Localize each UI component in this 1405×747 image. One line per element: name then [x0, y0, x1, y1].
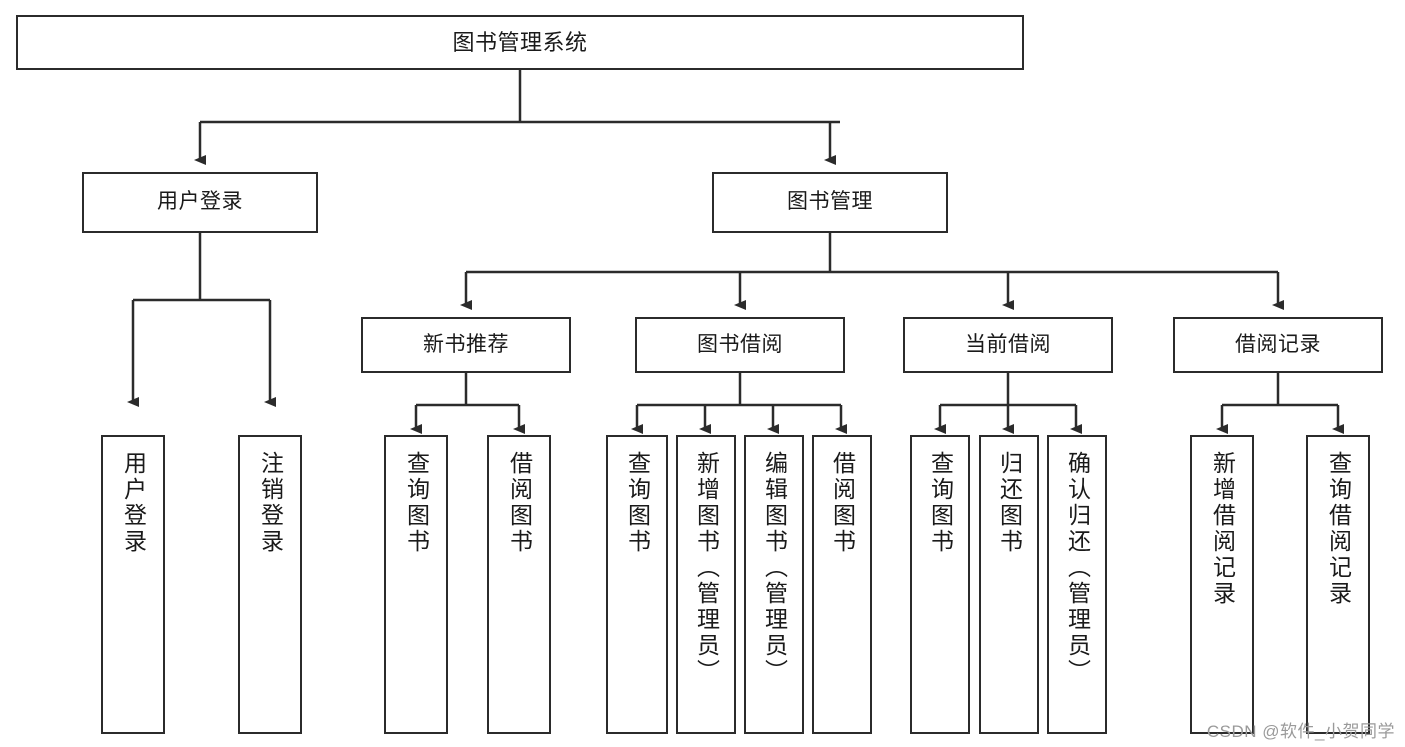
node-label: 确认归还（管理员）	[1064, 451, 1091, 685]
node-label: 归还图书	[996, 451, 1023, 555]
leaf-add-borrow-record[interactable]: 新增借阅记录	[1190, 435, 1254, 734]
node-root-book-management-system[interactable]: 图书管理系统	[16, 15, 1024, 70]
node-borrow-record[interactable]: 借阅记录	[1173, 317, 1383, 373]
node-book-borrow[interactable]: 图书借阅	[635, 317, 845, 373]
leaf-query-book-borrow[interactable]: 查询图书	[606, 435, 668, 734]
node-new-book-recommend[interactable]: 新书推荐	[361, 317, 571, 373]
leaf-edit-book[interactable]: 编辑图书（管理员）	[744, 435, 804, 734]
leaf-confirm-return[interactable]: 确认归还（管理员）	[1047, 435, 1107, 734]
node-label: 新增图书（管理员）	[693, 451, 720, 685]
leaf-query-book-current[interactable]: 查询图书	[910, 435, 970, 734]
node-label: 用户登录	[157, 190, 243, 214]
node-label: 编辑图书（管理员）	[761, 451, 788, 685]
node-label: 查询图书	[403, 451, 430, 555]
leaf-user-login[interactable]: 用户登录	[101, 435, 165, 734]
leaf-query-book-recommend[interactable]: 查询图书	[384, 435, 448, 734]
node-label: 借阅图书	[506, 451, 533, 555]
node-user-login[interactable]: 用户登录	[82, 172, 318, 233]
node-label: 当前借阅	[965, 332, 1051, 356]
leaf-query-borrow-record[interactable]: 查询借阅记录	[1306, 435, 1370, 734]
node-label: 借阅图书	[829, 451, 856, 555]
node-label: 新书推荐	[423, 332, 509, 356]
leaf-borrow-book-borrow[interactable]: 借阅图书	[812, 435, 872, 734]
node-label: 注销登录	[257, 451, 284, 555]
node-label: 查询图书	[624, 451, 651, 555]
node-label: 查询借阅记录	[1325, 451, 1352, 607]
leaf-logout[interactable]: 注销登录	[238, 435, 302, 734]
watermark-text: CSDN @软件_小贺同学	[1206, 722, 1395, 741]
leaf-add-book[interactable]: 新增图书（管理员）	[676, 435, 736, 734]
node-label: 图书借阅	[697, 332, 783, 356]
node-label: 借阅记录	[1235, 332, 1321, 356]
node-current-borrow[interactable]: 当前借阅	[903, 317, 1113, 373]
node-label: 图书管理系统	[452, 29, 588, 55]
node-label: 查询图书	[927, 451, 954, 555]
node-label: 新增借阅记录	[1209, 451, 1236, 607]
leaf-borrow-book-recommend[interactable]: 借阅图书	[487, 435, 551, 734]
leaf-return-book[interactable]: 归还图书	[979, 435, 1039, 734]
node-label: 用户登录	[120, 451, 147, 555]
node-book-management[interactable]: 图书管理	[712, 172, 948, 233]
node-label: 图书管理	[787, 190, 873, 214]
